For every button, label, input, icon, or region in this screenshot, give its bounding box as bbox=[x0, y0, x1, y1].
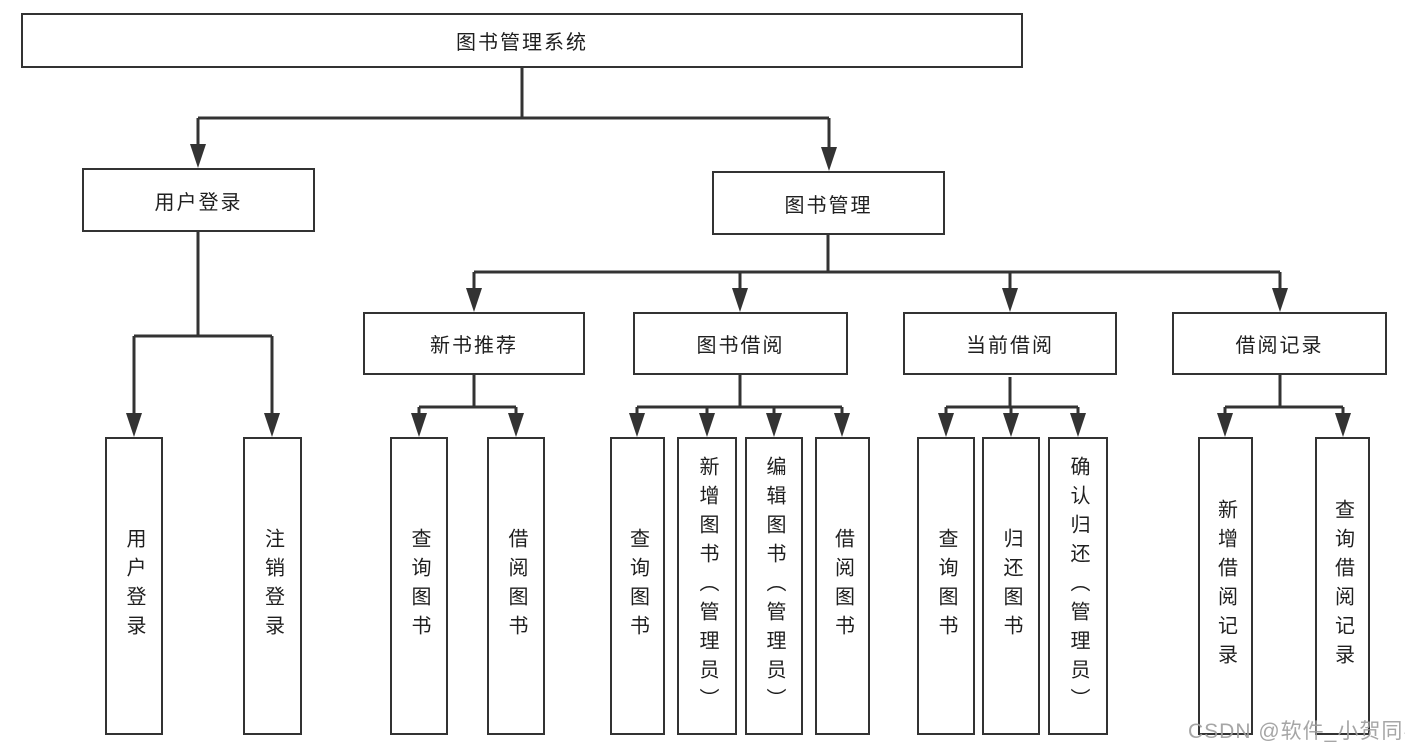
node-bb-add-books: 新增图书（管理员） bbox=[677, 437, 737, 735]
node-bb-query-books-label: 查询图书 bbox=[626, 528, 649, 644]
node-new-book-rec-label: 新书推荐 bbox=[430, 335, 518, 357]
node-br-add-record-label: 新增借阅记录 bbox=[1214, 499, 1237, 673]
node-cb-confirm-return-label: 确认归还（管理员） bbox=[1067, 455, 1089, 717]
node-rec-borrow-books: 借阅图书 bbox=[487, 437, 545, 735]
node-br-add-record: 新增借阅记录 bbox=[1198, 437, 1253, 735]
node-root-label: 图书管理系统 bbox=[456, 32, 588, 54]
node-bb-borrow-books: 借阅图书 bbox=[815, 437, 870, 735]
node-leaf-logout-label: 注销登录 bbox=[261, 528, 284, 644]
node-rec-query-books-label: 查询图书 bbox=[408, 528, 430, 644]
node-cb-confirm-return: 确认归还（管理员） bbox=[1048, 437, 1108, 735]
node-bb-borrow-books-label: 借阅图书 bbox=[831, 528, 854, 644]
node-leaf-user-login-label: 用户登录 bbox=[123, 528, 145, 644]
node-borrow-records: 借阅记录 bbox=[1172, 312, 1387, 375]
node-rec-query-books: 查询图书 bbox=[390, 437, 448, 735]
node-user-login-label: 用户登录 bbox=[154, 191, 243, 214]
node-book-mgmt: 图书管理 bbox=[712, 171, 945, 235]
node-cb-query-books-label: 查询图书 bbox=[935, 528, 957, 644]
node-leaf-logout: 注销登录 bbox=[243, 437, 302, 735]
node-cb-query-books: 查询图书 bbox=[917, 437, 975, 735]
node-cb-return-books: 归还图书 bbox=[982, 437, 1040, 735]
node-book-borrow: 图书借阅 bbox=[633, 312, 848, 375]
node-current-borrow-label: 当前借阅 bbox=[966, 335, 1054, 357]
node-br-query-record: 查询借阅记录 bbox=[1315, 437, 1370, 735]
node-book-borrow-label: 图书借阅 bbox=[696, 335, 785, 357]
node-bb-edit-books: 编辑图书（管理员） bbox=[745, 437, 803, 735]
node-rec-borrow-books-label: 借阅图书 bbox=[505, 528, 527, 644]
node-bb-edit-books-label: 编辑图书（管理员） bbox=[763, 455, 785, 717]
node-book-mgmt-label: 图书管理 bbox=[784, 194, 873, 217]
watermark: CSDN @软件_小贺同学 bbox=[1188, 720, 1405, 743]
node-user-login: 用户登录 bbox=[82, 168, 315, 232]
node-current-borrow: 当前借阅 bbox=[903, 312, 1117, 375]
node-br-query-record-label: 查询借阅记录 bbox=[1331, 499, 1354, 673]
node-bb-add-books-label: 新增图书（管理员） bbox=[696, 455, 718, 717]
node-cb-return-books-label: 归还图书 bbox=[1000, 528, 1022, 644]
node-new-book-rec: 新书推荐 bbox=[363, 312, 585, 375]
node-borrow-records-label: 借阅记录 bbox=[1235, 335, 1324, 357]
node-leaf-user-login: 用户登录 bbox=[105, 437, 163, 735]
node-bb-query-books: 查询图书 bbox=[610, 437, 665, 735]
node-root: 图书管理系统 bbox=[21, 13, 1023, 68]
